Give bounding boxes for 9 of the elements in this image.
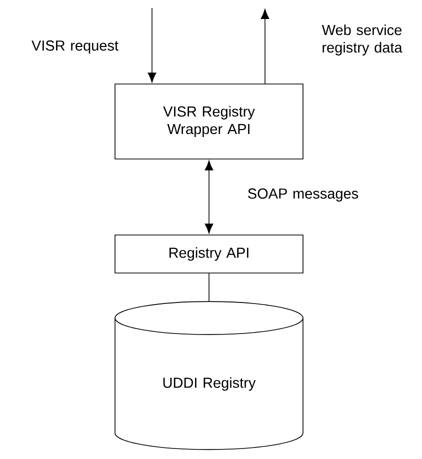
database-cylinder: UDDI Registry (114, 301, 304, 450)
arrow (204, 160, 214, 234)
process-box: VISR Registry Wrapper API (114, 84, 304, 160)
process-box: Registry API (114, 234, 304, 274)
edge-label: VISR request (32, 40, 118, 54)
arrow (260, 9, 270, 84)
arrow (148, 8, 156, 82)
edge-label: Web service registry data (322, 24, 402, 56)
edge-label: SOAP messages (248, 188, 358, 202)
